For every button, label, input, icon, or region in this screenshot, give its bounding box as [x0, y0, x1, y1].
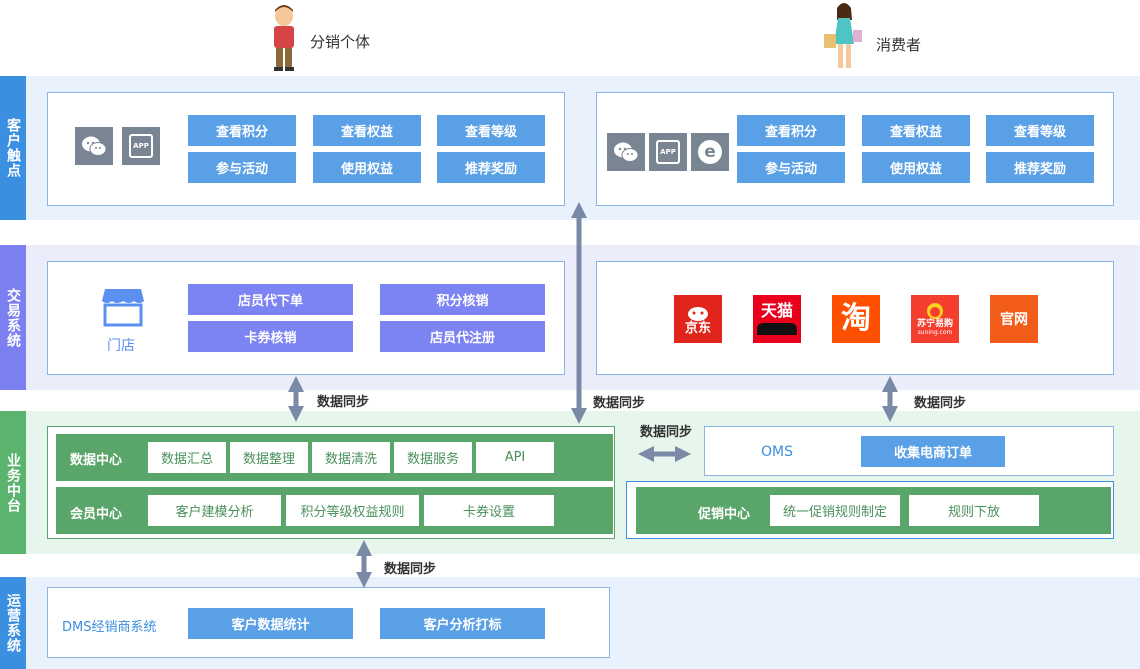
- oms-title: OMS: [761, 444, 793, 460]
- btn-join-activity[interactable]: 参与活动: [188, 152, 296, 183]
- btn-rules-distribute[interactable]: 规则下放: [909, 495, 1039, 526]
- btn-referral-reward[interactable]: 推荐奖励: [437, 152, 545, 183]
- btn-view-rights[interactable]: 查看权益: [313, 115, 421, 146]
- btn-unified-promo-rules[interactable]: 统一促销规则制定: [770, 495, 900, 526]
- btn-data-summary[interactable]: 数据汇总: [148, 442, 226, 473]
- member-center-title: 会员中心: [70, 507, 123, 522]
- dms-system-label: DMS经销商系统: [62, 620, 157, 635]
- trade-left-panel: [47, 261, 565, 375]
- btn-collect-orders[interactable]: 收集电商订单: [861, 436, 1005, 467]
- btn-use-rights-consumer[interactable]: 使用权益: [862, 152, 970, 183]
- btn-customer-stats[interactable]: 客户数据统计: [188, 608, 353, 639]
- btn-use-rights[interactable]: 使用权益: [313, 152, 421, 183]
- btn-clerk-register[interactable]: 店员代注册: [380, 321, 545, 352]
- data-center-title: 数据中心: [70, 453, 123, 468]
- promo-center-title: 促销中心: [698, 507, 751, 522]
- btn-view-level[interactable]: 查看等级: [437, 115, 545, 146]
- jd-logo: 京东: [674, 295, 722, 343]
- btn-data-organize[interactable]: 数据整理: [230, 442, 308, 473]
- row-label-touchpoint: 客户触点: [0, 76, 26, 220]
- btn-view-level-consumer[interactable]: 查看等级: [986, 115, 1094, 146]
- btn-referral-reward-consumer[interactable]: 推荐奖励: [986, 152, 1094, 183]
- sync-label-bottom: 数据同步: [384, 562, 437, 577]
- touchpoint-right-panel: APP e: [596, 92, 1114, 206]
- btn-join-activity-consumer[interactable]: 参与活动: [737, 152, 845, 183]
- btn-data-clean[interactable]: 数据清洗: [312, 442, 390, 473]
- app-icon: APP: [649, 133, 687, 171]
- distributor-figure: [268, 2, 300, 72]
- tmall-logo: 天猫: [753, 295, 801, 343]
- row-label-middle: 业务中台: [0, 411, 26, 554]
- wechat-icon: [75, 127, 113, 165]
- btn-view-points-consumer[interactable]: 查看积分: [737, 115, 845, 146]
- row-label-ops: 运营系统: [0, 577, 26, 669]
- btn-points-level-rules[interactable]: 积分等级权益规则: [286, 495, 419, 526]
- btn-coupon-settings[interactable]: 卡券设置: [424, 495, 554, 526]
- btn-data-service[interactable]: 数据服务: [394, 442, 472, 473]
- consumer-label: 消费者: [876, 36, 922, 54]
- wechat-icon: [607, 133, 645, 171]
- btn-points-redeem[interactable]: 积分核销: [380, 284, 545, 315]
- btn-customer-modeling[interactable]: 客户建模分析: [148, 495, 281, 526]
- sync-label-right: 数据同步: [914, 396, 967, 411]
- consumer-figure: [820, 0, 864, 72]
- suning-logo: 苏宁易购 suning.com: [911, 295, 959, 343]
- distributor-label: 分销个体: [310, 33, 371, 51]
- taobao-logo: 淘: [832, 295, 880, 343]
- official-site-logo: 官网: [990, 295, 1038, 343]
- row-label-trade: 交易系统: [0, 245, 26, 390]
- btn-coupon-redeem[interactable]: 卡券核销: [188, 321, 353, 352]
- btn-view-points[interactable]: 查看积分: [188, 115, 296, 146]
- btn-api[interactable]: API: [476, 442, 554, 473]
- store-icon: [101, 287, 145, 327]
- store-label: 门店: [107, 338, 135, 354]
- sync-label-center: 数据同步: [593, 396, 646, 411]
- btn-customer-tagging[interactable]: 客户分析打标: [380, 608, 545, 639]
- app-icon: APP: [122, 127, 160, 165]
- touchpoint-left-panel: APP: [47, 92, 565, 206]
- sync-label-left: 数据同步: [317, 395, 370, 410]
- sync-label-oms: 数据同步: [640, 425, 693, 440]
- btn-view-rights-consumer[interactable]: 查看权益: [862, 115, 970, 146]
- btn-clerk-order[interactable]: 店员代下单: [188, 284, 353, 315]
- web-e-icon: e: [691, 133, 729, 171]
